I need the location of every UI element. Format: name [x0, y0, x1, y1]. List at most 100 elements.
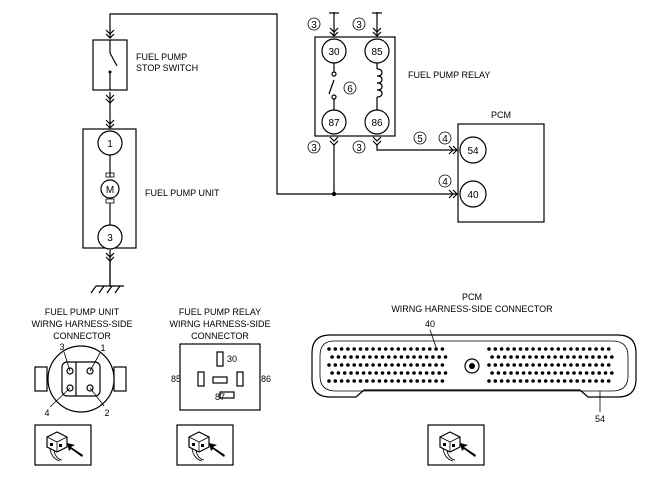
relay-conn-pin-30: 30: [227, 354, 237, 364]
fuel-pump-unit-label: FUEL PUMP UNIT: [145, 188, 220, 198]
pcm-terminal: [346, 379, 350, 383]
pcm-terminal: [588, 363, 592, 367]
pcm-terminal: [506, 347, 510, 351]
pcm-terminal: [547, 371, 551, 375]
pcm-terminal: [584, 355, 589, 359]
pcm-terminal: [418, 355, 423, 359]
pcm-terminal: [421, 379, 426, 383]
pcm-terminal: [487, 363, 491, 367]
switch-blade-icon: [109, 52, 118, 67]
pcm-label: PCM: [491, 110, 511, 120]
pcm-terminal: [405, 371, 410, 375]
pump-conn-title-1: FUEL PUMP UNIT: [45, 307, 120, 317]
pcm-conn-title-1: PCM: [462, 292, 482, 302]
pcm-terminal: [409, 363, 413, 367]
pcm-terminal: [431, 355, 435, 359]
pcm-terminal: [496, 371, 501, 375]
pcm-terminal: [531, 347, 535, 351]
pcm-terminal: [534, 371, 538, 375]
pcm-terminal: [358, 379, 363, 383]
motor-icon: [100, 179, 120, 199]
pcm-terminal: [521, 355, 526, 359]
pcm-terminal: [550, 363, 554, 367]
wires: [109, 12, 458, 286]
pcm-terminal: [525, 363, 529, 367]
pcm-terminal: [550, 347, 554, 351]
pcm-pin-40: 40: [467, 190, 479, 201]
pcm-terminal: [528, 371, 532, 375]
pcm-terminal: [610, 355, 614, 359]
stop-switch-label-1: FUEL PUMP: [136, 52, 187, 62]
pcm-terminal: [327, 347, 331, 351]
pcm-terminal: [339, 379, 344, 383]
pcm-terminal: [402, 379, 407, 383]
pcm-terminal: [371, 347, 375, 351]
pcm-terminal: [412, 371, 416, 375]
pcm-terminal: [396, 363, 401, 367]
pcm-terminal: [374, 371, 379, 375]
pcm-terminal: [412, 355, 416, 359]
pcm-terminal: [543, 363, 548, 367]
relay-contact-icon: [328, 79, 335, 95]
pcm-terminal: [380, 371, 385, 375]
pcm-terminal: [424, 371, 429, 375]
pcm-terminal: [440, 363, 445, 367]
pcm-terminal: [531, 379, 535, 383]
stop-switch-label-2: STOP SWITCH: [136, 63, 198, 73]
pcm-terminal: [355, 371, 360, 375]
pcm-terminal: [387, 371, 391, 375]
pcm-terminal: [421, 363, 426, 367]
pcm-terminal: [380, 355, 385, 359]
pcm-terminal: [399, 355, 404, 359]
pcm-terminal: [333, 379, 338, 383]
pcm-terminal: [547, 355, 551, 359]
view-direction-icon: [34, 424, 92, 466]
pcm-terminal: [424, 355, 429, 359]
pcm-terminal: [575, 347, 579, 351]
pcm-terminal: [600, 379, 605, 383]
pcm-terminal: [610, 371, 614, 375]
fuel-pump-stop-switch: [92, 39, 128, 91]
callout-6: 6: [347, 84, 353, 95]
pcm-terminal: [543, 379, 548, 383]
pcm-terminal: [553, 371, 557, 375]
pcm-terminal: [428, 379, 432, 383]
pcm-terminal: [399, 371, 404, 375]
pcm-terminal: [521, 371, 526, 375]
pcm-conn-pin-40: 40: [425, 319, 435, 329]
pcm-terminal: [336, 355, 341, 359]
pcm-terminal: [556, 347, 561, 351]
pcm-terminal: [569, 379, 573, 383]
pcm-terminal: [371, 379, 375, 383]
pcm-conn-title-2: WIRNG HARNESS-SIDE CONNECTOR: [391, 304, 553, 314]
pcm-terminal: [512, 347, 516, 351]
pcm-terminal: [352, 363, 357, 367]
callout-4-a: 4: [442, 134, 448, 145]
pcm-terminal: [578, 355, 583, 359]
pcm-terminal: [487, 347, 491, 351]
pcm-terminal: [493, 379, 498, 383]
pcm-terminal: [490, 355, 494, 359]
pcm-terminal: [361, 355, 366, 359]
pcm-terminal: [330, 355, 334, 359]
pcm-terminal: [496, 355, 501, 359]
relay-conn-title-1: FUEL PUMP RELAY: [179, 307, 261, 317]
pcm-terminal: [506, 379, 510, 383]
relay-conn-pin-87: 87: [215, 392, 225, 402]
pcm-box: [457, 123, 545, 223]
pcm-terminal: [437, 355, 442, 359]
pcm-terminal: [565, 355, 570, 359]
relay-pin-30: 30: [328, 47, 340, 58]
pump-conn-title-3: CONNECTOR: [53, 331, 111, 341]
pcm-terminal: [377, 379, 382, 383]
callout-3-a: 3: [311, 20, 317, 31]
pcm-terminal: [594, 363, 598, 367]
pcm-terminal: [371, 363, 375, 367]
pcm-terminal: [327, 379, 331, 383]
pcm-terminal: [336, 371, 341, 375]
pcm-terminal: [330, 371, 334, 375]
pcm-terminal: [518, 379, 523, 383]
relay-connector-face: [179, 343, 261, 411]
pcm-terminal: [368, 355, 372, 359]
